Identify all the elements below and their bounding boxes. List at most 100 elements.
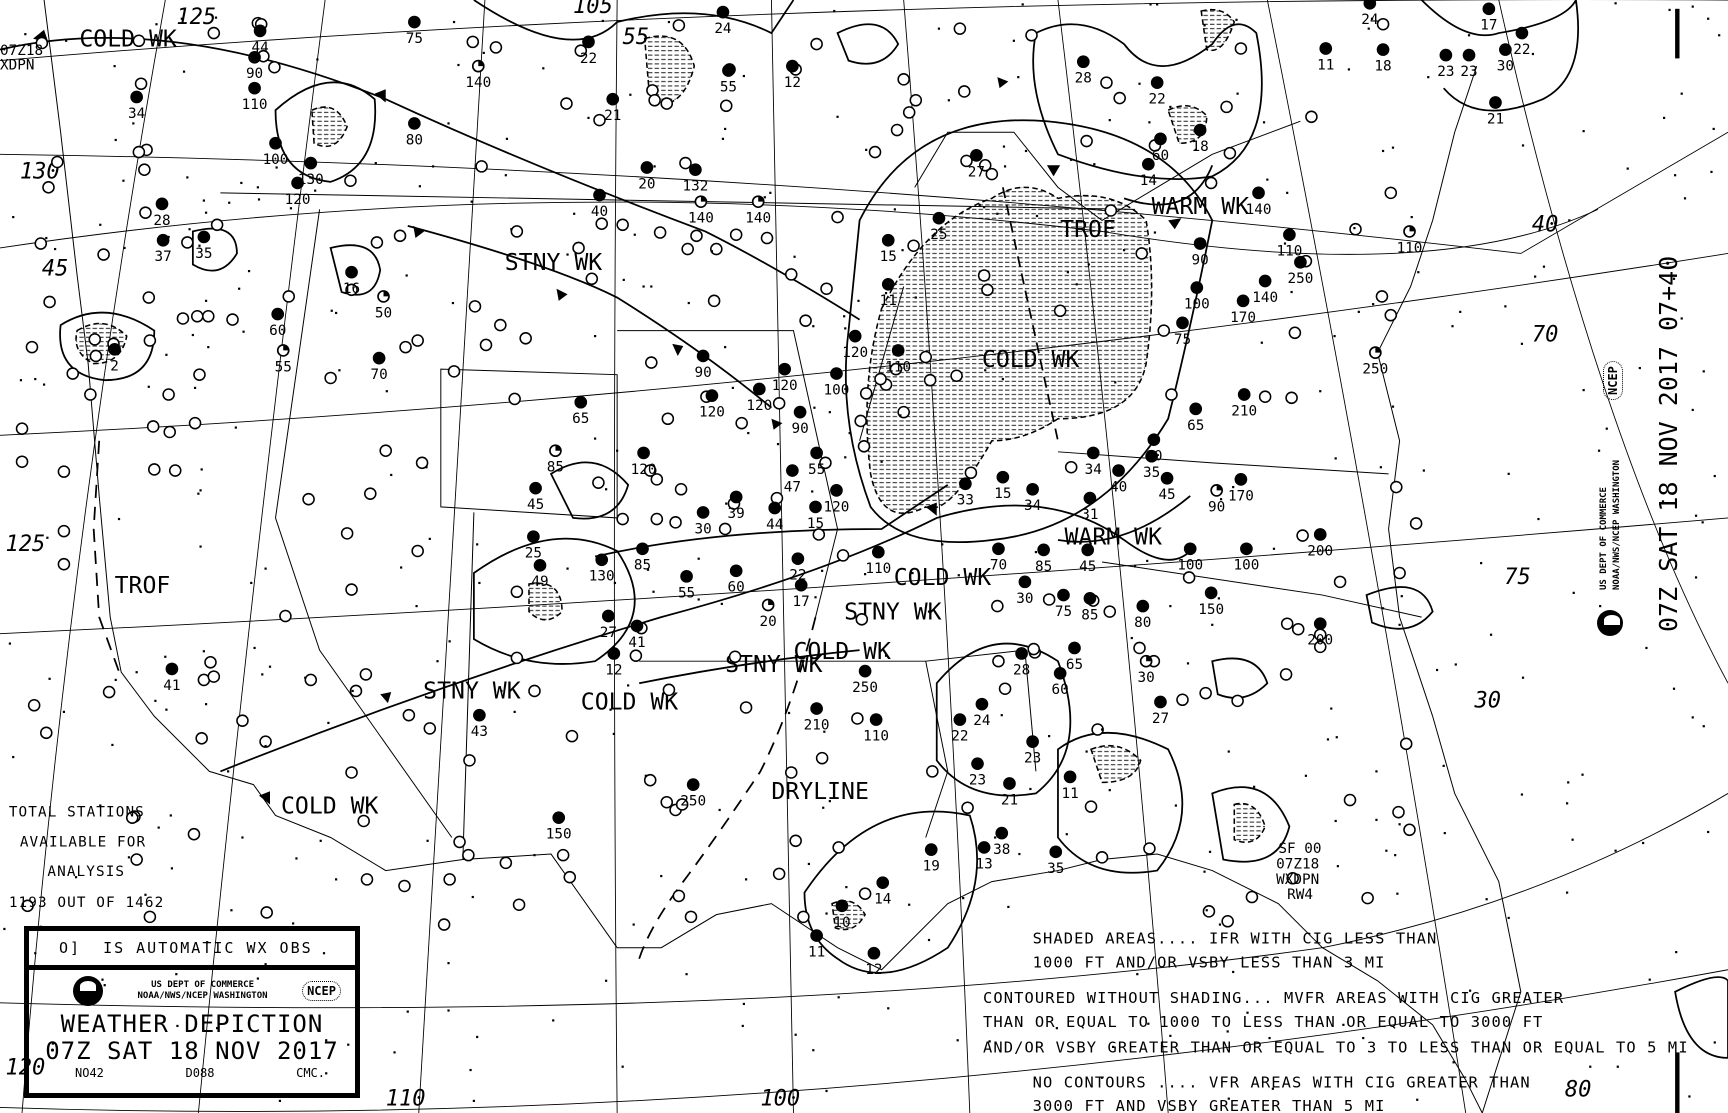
- grid-dot: [193, 386, 197, 389]
- grid-dot: [191, 333, 194, 337]
- sky-cover-fill: [758, 196, 764, 202]
- clear-station-symbol: [585, 272, 599, 286]
- grid-dot: [1385, 849, 1388, 852]
- sky-cover-symbol: [1063, 770, 1077, 784]
- ceiling-value: 21: [1001, 792, 1018, 808]
- clear-station-symbol: [15, 422, 29, 435]
- sky-cover-symbol: [924, 843, 938, 856]
- grid-dot: [1422, 469, 1425, 472]
- sky-cover-symbol: [637, 446, 650, 460]
- station-plot: 80: [406, 117, 423, 148]
- grid-dot: [1375, 770, 1378, 773]
- sky-cover-symbol: [786, 464, 799, 477]
- grid-dot: [1218, 923, 1222, 926]
- grid-dot: [1567, 781, 1570, 784]
- station-plot: 60: [728, 564, 745, 596]
- ceiling-value: 120: [631, 462, 657, 478]
- clear-station-symbol: [645, 356, 658, 369]
- clear-station-symbol: [187, 827, 201, 841]
- grid-dot: [642, 285, 645, 288]
- station-plot: 20: [638, 161, 656, 192]
- lat-label: 30: [1474, 688, 1502, 713]
- grid-dot: [633, 233, 636, 236]
- sky-cover-symbol: [791, 552, 805, 566]
- grid-dot: [1217, 597, 1220, 600]
- grid-dot: [1271, 1087, 1274, 1090]
- grid-dot: [1391, 405, 1395, 408]
- clear-station-symbol: [1220, 100, 1233, 114]
- grid-dot: [836, 115, 839, 118]
- station-plot: 120: [772, 362, 798, 394]
- clear-station-symbol: [499, 856, 513, 870]
- grid-dot: [1662, 116, 1666, 120]
- ceiling-value: 210: [804, 718, 830, 734]
- sky-cover-symbol: [408, 15, 421, 29]
- clear-station-symbol: [1343, 793, 1357, 807]
- sky-cover-symbol: [752, 382, 766, 396]
- ceiling-value: 41: [628, 635, 645, 651]
- clear-station-symbol: [1285, 391, 1298, 405]
- grid-dot: [1122, 249, 1126, 252]
- station-plot: 41: [628, 619, 646, 651]
- ceiling-value: 85: [547, 460, 564, 476]
- grid-dot: [264, 567, 267, 570]
- clear-station-symbol: [35, 36, 49, 50]
- station-plot: 90: [1192, 237, 1209, 268]
- clear-station-symbol: [565, 729, 579, 743]
- product-code: CMC.: [296, 1066, 325, 1080]
- station-plot: 140: [1246, 186, 1271, 218]
- grid-dot: [793, 255, 796, 258]
- grid-dot: [103, 984, 106, 987]
- grid-dot: [1021, 3, 1024, 6]
- svg-text:AVAILABLE FOR: AVAILABLE FOR: [20, 834, 146, 850]
- grid-dot: [893, 208, 896, 211]
- station-plot: 28: [1075, 55, 1092, 87]
- grid-dot: [206, 941, 209, 944]
- grid-dot: [34, 377, 37, 381]
- station-plot: 12: [784, 59, 801, 91]
- grid-dot: [374, 161, 377, 165]
- clear-station-symbol: [1113, 91, 1126, 105]
- grid-dot: [1001, 377, 1004, 381]
- grid-dot: [1262, 121, 1266, 124]
- station-plot: 39: [728, 490, 745, 522]
- ceiling-value: 21: [604, 108, 621, 124]
- grid-dot: [632, 923, 635, 926]
- grid-dot: [837, 996, 840, 999]
- grid-dot: [147, 385, 150, 388]
- clear-station-symbol: [710, 242, 723, 256]
- grid-dot: [627, 684, 630, 687]
- ceiling-value: 25: [525, 546, 542, 562]
- front-label: COLD WK: [581, 690, 679, 716]
- clear-station-symbol: [453, 835, 466, 849]
- station-plot: 13: [976, 841, 993, 872]
- lon-label: 125: [6, 532, 46, 557]
- clear-station-symbol: [168, 464, 182, 477]
- clear-station-symbol: [1288, 326, 1302, 340]
- clear-station-symbol: [190, 309, 204, 323]
- clear-station-symbol: [1223, 146, 1237, 160]
- svg-text:SF 00: SF 00: [1278, 841, 1321, 857]
- grid-dot: [188, 228, 191, 231]
- grid-dot: [202, 650, 205, 653]
- sky-cover-symbol: [271, 307, 285, 321]
- grid-dot: [587, 116, 590, 120]
- grid-dot: [776, 442, 780, 446]
- sky-cover-symbol: [881, 277, 895, 291]
- sky-cover-symbol: [552, 811, 566, 825]
- grid-dot: [573, 212, 576, 215]
- sky-cover-symbol: [1083, 592, 1097, 605]
- clear-station-symbol: [1095, 851, 1109, 864]
- grid-dot: [1521, 676, 1525, 679]
- ceiling-value: 90: [694, 365, 711, 381]
- sky-cover-symbol: [835, 899, 849, 913]
- ceiling-value: 110: [865, 561, 891, 577]
- sky-cover-symbol: [1076, 55, 1090, 69]
- station-plot: 110: [242, 81, 268, 113]
- noaa-logo-icon: [73, 976, 103, 1006]
- grid-dot: [510, 228, 513, 231]
- clear-station-symbol: [176, 312, 190, 325]
- station-plot: 200: [1307, 617, 1333, 649]
- sky-cover-symbol: [636, 542, 649, 556]
